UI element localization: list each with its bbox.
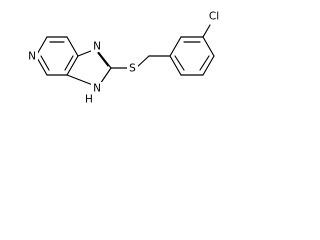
atom-label-n1: N	[93, 83, 101, 95]
atom-label-s: S	[129, 63, 136, 75]
bond-imidazole-double	[97, 52, 109, 67]
bond-benzene-double-3	[174, 55, 185, 71]
bond-benzene-1	[169, 36, 182, 57]
bond-pyridine-double-3	[40, 55, 50, 71]
atom-labels: N N N H S Cl	[26, 10, 224, 106]
bonds	[35, 24, 215, 88]
atom-label-cl: Cl	[209, 11, 219, 23]
bond-benzene-6	[169, 55, 182, 76]
atom-label-n5: N	[28, 51, 36, 63]
bond-aryl-cl	[202, 24, 211, 38]
bond-benzene-4	[202, 55, 215, 76]
molecule-structure: N N N H S Cl	[26, 10, 224, 106]
atom-label-n3: N	[93, 41, 101, 53]
bond-s-ch2	[135, 55, 150, 69]
bond-benzene-3	[202, 36, 215, 57]
bond-benzene-double-2	[199, 55, 210, 71]
bond-pyridine-4	[66, 55, 79, 76]
bond-imidazole-2	[95, 48, 112, 69]
bond-pyridine-double-2	[64, 55, 74, 71]
bond-pyridine-3	[66, 36, 79, 57]
atom-label-h: H	[85, 94, 93, 106]
